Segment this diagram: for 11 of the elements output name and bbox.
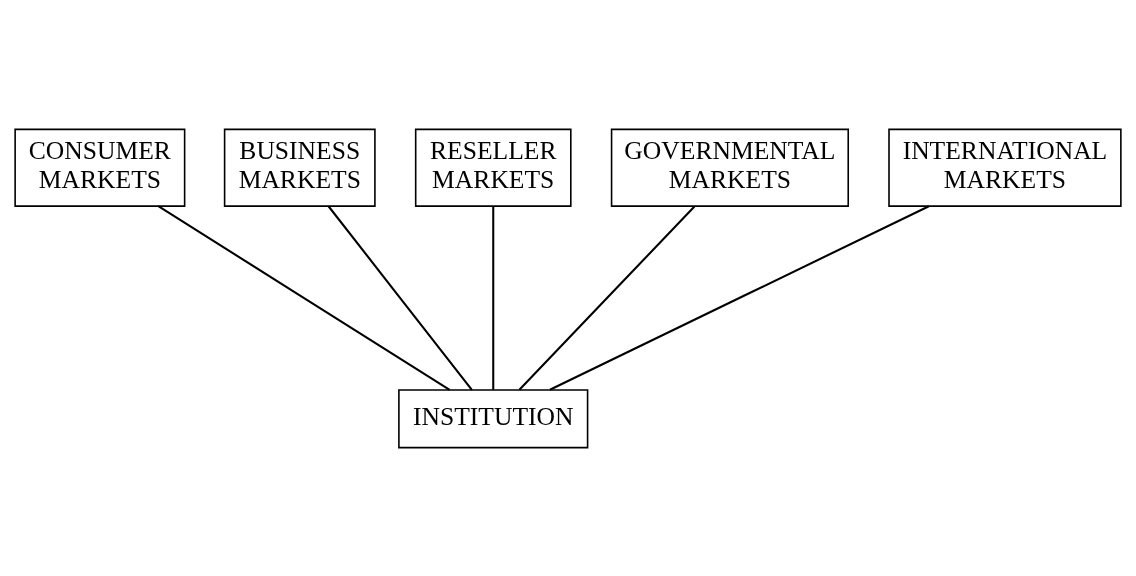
- node-box: RESELLER MARKETS: [414, 128, 572, 207]
- node-box: GOVERNMENTAL MARKETS: [610, 128, 850, 207]
- connector: [157, 204, 451, 391]
- node-box: CONSUMER MARKETS: [14, 128, 186, 207]
- connector: [518, 205, 696, 391]
- connector: [549, 204, 930, 391]
- node-box: INTERNATIONAL MARKETS: [888, 128, 1122, 207]
- connector: [492, 206, 495, 390]
- node-box: INSTITUTION: [398, 388, 589, 448]
- connector: [327, 205, 473, 390]
- node-box: BUSINESS MARKETS: [223, 128, 376, 207]
